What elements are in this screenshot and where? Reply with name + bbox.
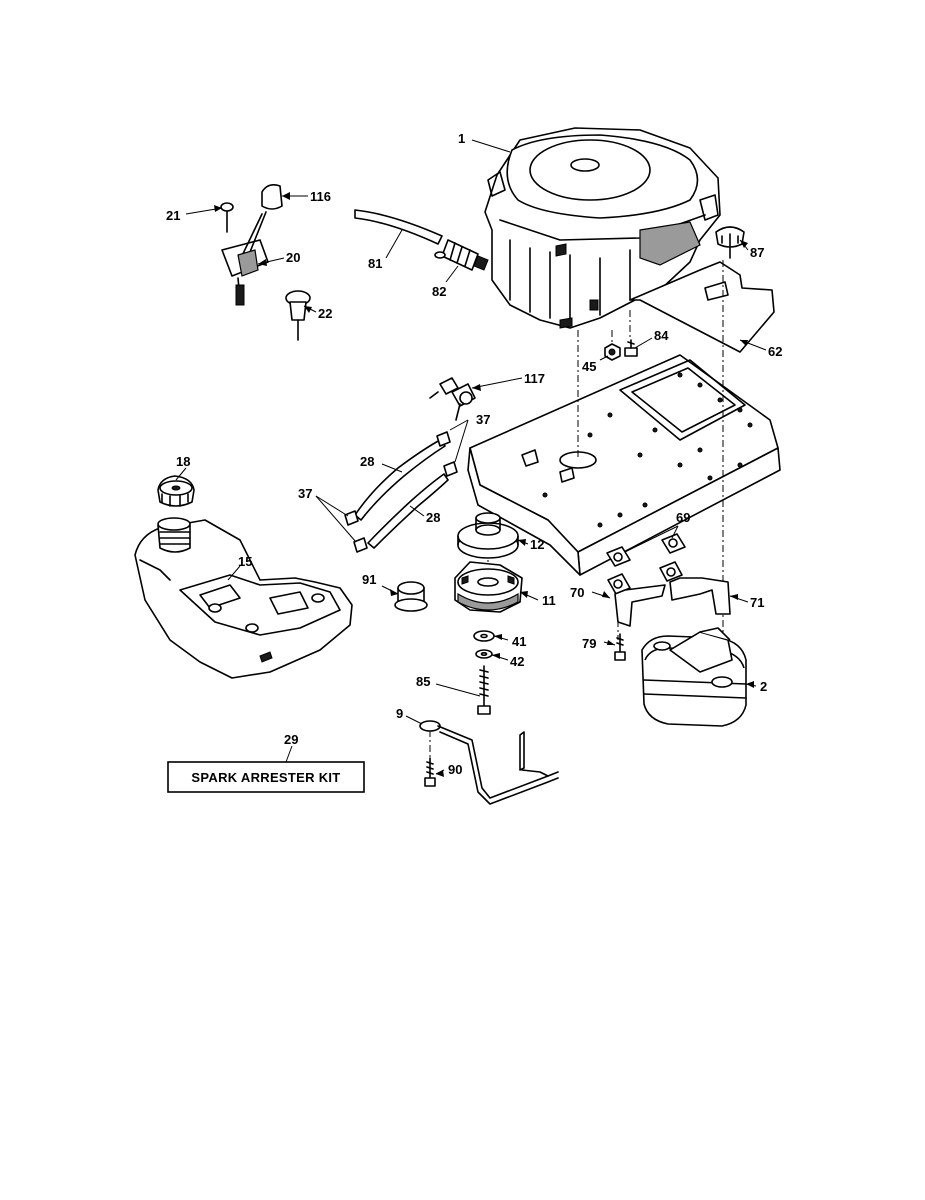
heat-shield-part [629, 261, 775, 353]
callout-18: 18 [176, 454, 190, 469]
bolt-90-part [424, 757, 436, 787]
choke-knob-22-part [285, 290, 311, 341]
washer-41-part [473, 630, 495, 642]
callout-42: 42 [510, 654, 524, 669]
callout-28-upper: 28 [360, 454, 374, 469]
callout-15: 15 [238, 554, 252, 569]
washer-42-part [475, 649, 493, 659]
clutch-11-part [454, 561, 523, 613]
callout-90: 90 [448, 762, 462, 777]
callout-85: 85 [416, 674, 430, 689]
spark-arrester-kit-box [167, 761, 365, 793]
knob-116-part [261, 184, 283, 210]
engine-deck-part [467, 354, 781, 576]
callout-91: 91 [362, 572, 376, 587]
callout-62: 62 [768, 344, 782, 359]
callout-37-top: 37 [476, 412, 490, 427]
callout-9: 9 [396, 706, 403, 721]
muffler-2-part [641, 627, 747, 727]
callout-71: 71 [750, 595, 764, 610]
rod-9-part [419, 720, 559, 805]
callout-1: 1 [458, 131, 465, 146]
callout-22: 22 [318, 306, 332, 321]
callout-20: 20 [286, 250, 300, 265]
leader-arrowheads [214, 192, 754, 777]
fuel-cap-18-part [157, 475, 195, 507]
callout-45: 45 [582, 359, 596, 374]
callout-70: 70 [570, 585, 584, 600]
exhaust-pipe-70-part [607, 573, 666, 627]
callout-116: 116 [310, 189, 331, 204]
shutoff-valve-117-part [429, 377, 476, 421]
callout-79: 79 [582, 636, 596, 651]
pulley-12-part [457, 512, 519, 559]
callout-69: 69 [676, 510, 690, 525]
engine-part [484, 127, 721, 329]
bushing-91-part [394, 581, 428, 612]
fuel-tank-15-part [134, 517, 353, 679]
callout-29: 29 [284, 732, 298, 747]
callout-labels: 1 116 21 20 22 81 82 87 62 84 45 117 37 … [166, 131, 782, 777]
callout-41: 41 [512, 634, 526, 649]
bolt-79-part [614, 633, 626, 661]
gasket-69-part [606, 533, 686, 567]
callout-117: 117 [524, 371, 545, 386]
bolt-85-part [477, 665, 491, 715]
callout-21: 21 [166, 208, 180, 223]
fuel-hose-28-lower-part [367, 473, 449, 549]
throttle-control-part [221, 211, 269, 306]
spark-arrester-kit-label: SPARK ARRESTER KIT [191, 770, 340, 785]
nut-45-part [604, 343, 621, 361]
hose-clamp-37-part [344, 431, 458, 553]
callout-37-left: 37 [298, 486, 312, 501]
callout-84: 84 [654, 328, 669, 343]
bolt-84-part [624, 339, 638, 357]
exhaust-pipe-71-part [659, 561, 731, 615]
fuel-line-81-part [354, 209, 443, 245]
callout-82: 82 [432, 284, 446, 299]
callout-11: 11 [542, 593, 556, 608]
screw-21-part [220, 202, 234, 233]
knob-87-part [715, 226, 745, 259]
fuel-filter-82-part [434, 239, 489, 271]
callout-81: 81 [368, 256, 382, 271]
fuel-hose-28-upper-part [354, 439, 446, 521]
callout-2: 2 [760, 679, 767, 694]
callout-12: 12 [530, 537, 544, 552]
callout-87: 87 [750, 245, 764, 260]
callout-28-lower: 28 [426, 510, 440, 525]
